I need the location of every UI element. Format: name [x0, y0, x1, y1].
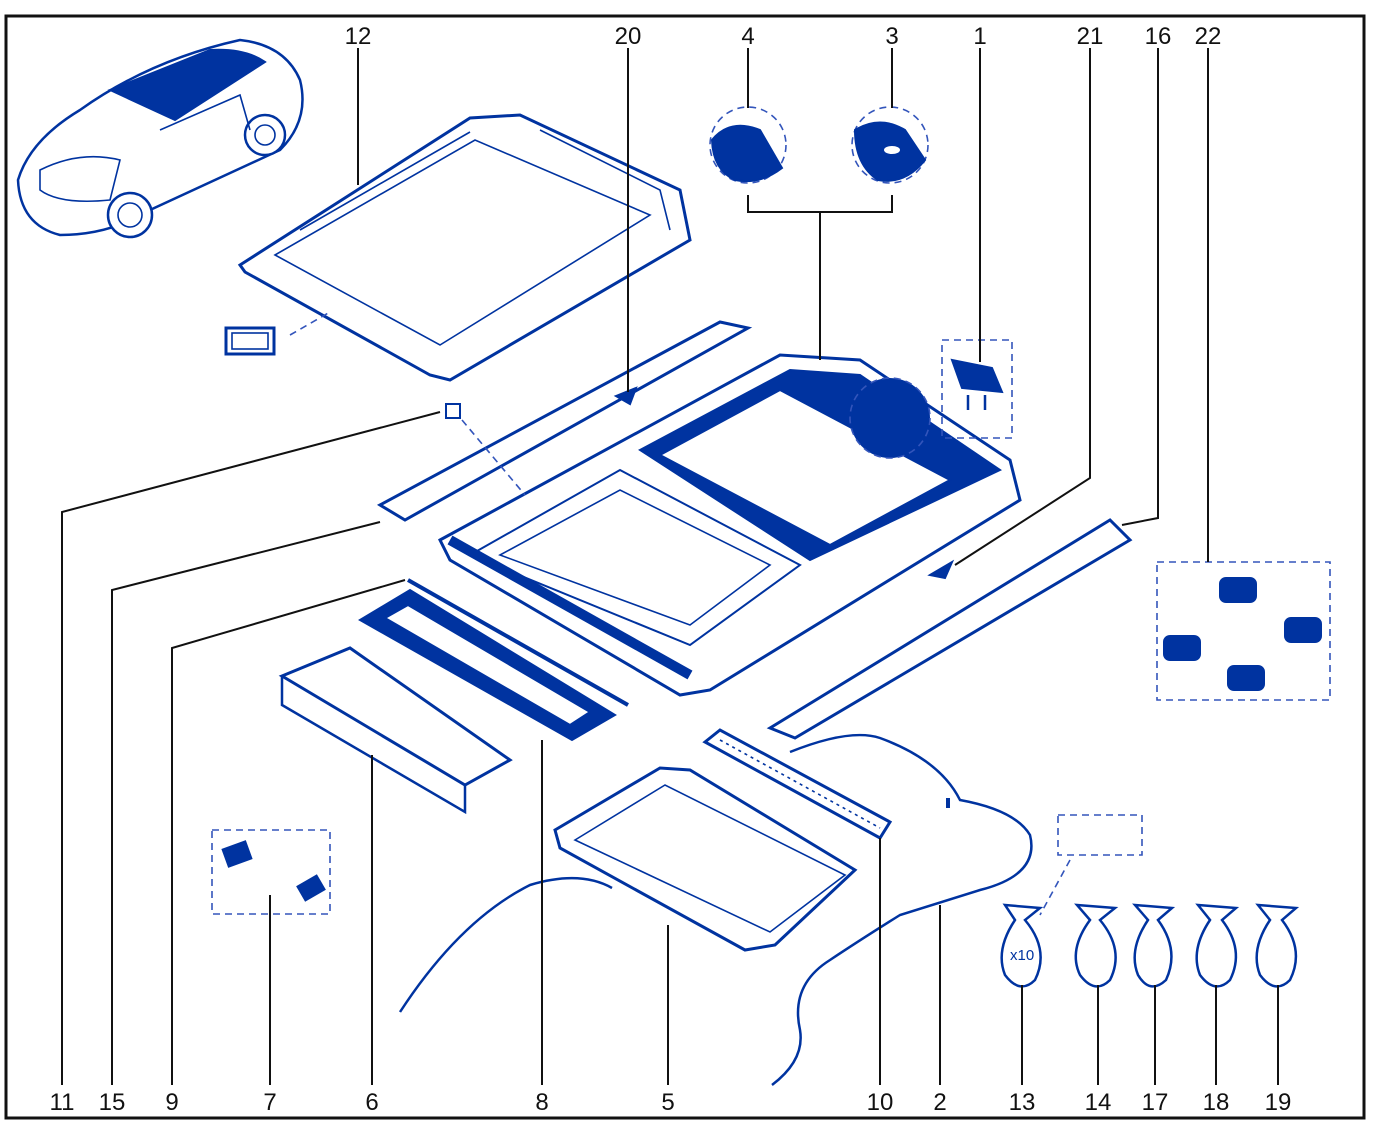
callout-1: 1	[973, 23, 986, 50]
part-6-sunshade	[278, 646, 513, 815]
detail-circle-3	[851, 106, 929, 184]
bracket-3-4	[747, 195, 893, 360]
callout-13: 13	[1009, 1089, 1036, 1116]
callout-16: 16	[1145, 23, 1172, 50]
part-20-clip	[613, 386, 638, 406]
part-15-front-rail	[376, 320, 753, 522]
part-12-sunroof-frame	[237, 113, 692, 382]
callout-4: 4	[741, 23, 754, 50]
part-8-deflector	[358, 588, 617, 742]
callout-12: 12	[345, 23, 372, 50]
part-21-clip	[927, 559, 955, 580]
bag-13: x10	[1000, 903, 1044, 988]
part-9-strip	[407, 578, 629, 707]
bag-17	[1132, 903, 1176, 988]
kit-arrow	[1039, 859, 1071, 916]
callout-14: 14	[1085, 1089, 1112, 1116]
callout-17: 17	[1142, 1089, 1169, 1116]
assembly-arrow	[461, 419, 526, 496]
callout-2: 2	[933, 1089, 946, 1116]
callout-9: 9	[165, 1089, 178, 1116]
callout-3: 3	[885, 23, 898, 50]
callouts-bottom: 11 15 9 7 6 8 5 10 2 13 14 17 18 19	[50, 1089, 1292, 1116]
callout-20: 20	[615, 23, 642, 50]
kit-box	[1057, 814, 1143, 856]
part-5-glass-seal	[398, 766, 858, 1013]
roof-detail-circle	[849, 377, 931, 459]
bag-19	[1255, 903, 1300, 988]
callout-22: 22	[1195, 23, 1222, 50]
callout-21: 21	[1077, 23, 1104, 50]
callouts-top: 12 20 4 3 1 21 16 22	[345, 23, 1222, 50]
bag-13-count: x10	[1010, 947, 1034, 964]
diagram-frame	[4, 14, 1366, 1120]
callout-10: 10	[867, 1089, 894, 1116]
car-thumbnail	[16, 38, 304, 239]
callout-15: 15	[99, 1089, 126, 1116]
part-1-control-module	[941, 339, 1013, 439]
part-11-clip	[445, 403, 461, 419]
callout-7: 7	[263, 1089, 276, 1116]
part-16-rear-rail	[766, 518, 1133, 740]
bag-18	[1195, 903, 1240, 988]
part-10-bracket	[702, 728, 893, 840]
callout-5: 5	[661, 1089, 674, 1116]
callout-11: 11	[50, 1089, 75, 1116]
bag-14	[1074, 903, 1119, 988]
detail-circle-4	[709, 106, 787, 184]
part-2-harness	[771, 733, 1033, 1086]
callout-8: 8	[535, 1089, 548, 1116]
callout-6: 6	[365, 1089, 378, 1116]
part-7-clips	[211, 829, 331, 915]
part-22-caps	[1156, 561, 1331, 701]
callout-19: 19	[1265, 1089, 1292, 1116]
callout-18: 18	[1203, 1089, 1230, 1116]
seal-clip	[224, 311, 331, 356]
leader-lines	[61, 48, 1279, 1085]
